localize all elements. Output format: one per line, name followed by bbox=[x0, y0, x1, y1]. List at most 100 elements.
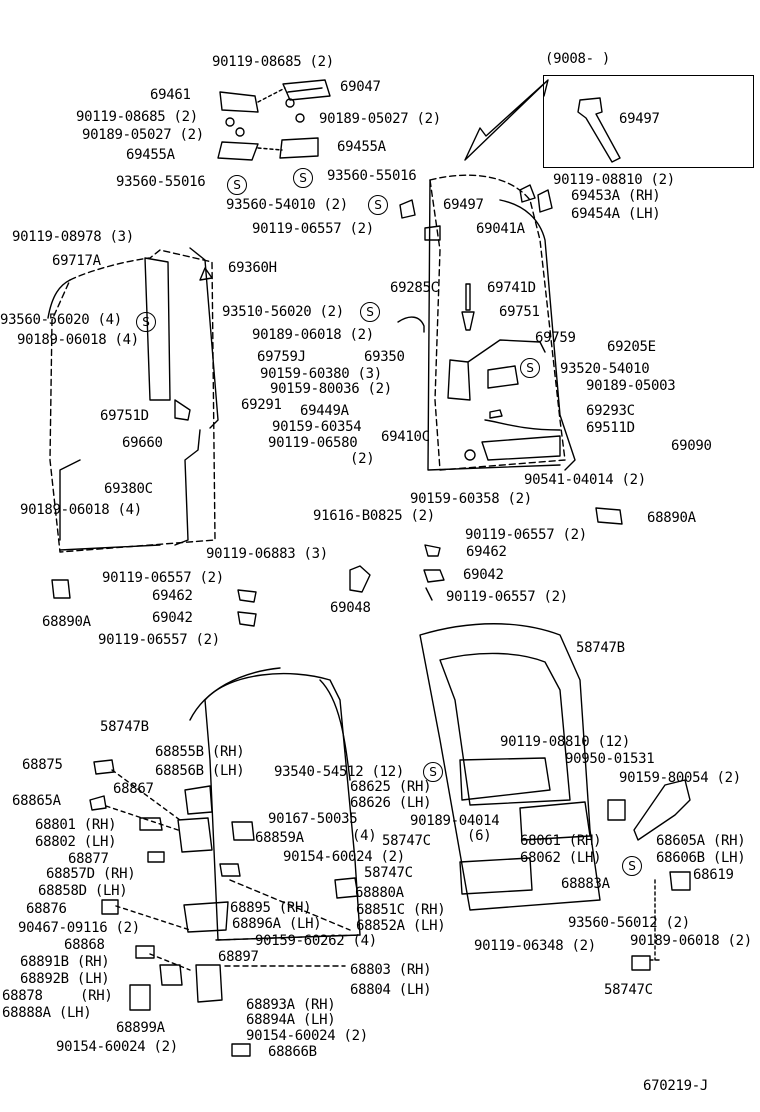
part-label: 90467-09116 (2) bbox=[18, 920, 140, 936]
part-label: 69462 bbox=[466, 544, 507, 560]
part-label: 90189-06018 (4) bbox=[20, 502, 142, 518]
part-label: 68061 (RH) bbox=[520, 833, 602, 849]
part-69048 bbox=[349, 565, 371, 593]
part-label: 93560-55016 bbox=[327, 168, 417, 184]
part-69047 bbox=[282, 79, 331, 101]
part-68605a bbox=[633, 779, 691, 841]
part-label: 58747C bbox=[364, 865, 413, 881]
part-label: 68878 bbox=[2, 988, 43, 1004]
part-label: 69751D bbox=[100, 408, 149, 424]
rod-69380c bbox=[174, 429, 201, 546]
part-label: (4) bbox=[352, 828, 377, 844]
part-69090 bbox=[481, 419, 561, 461]
part-label: 90119-08810 (12) bbox=[500, 734, 631, 750]
part-label: 68876 bbox=[26, 901, 67, 917]
part-label: 68803 (RH) bbox=[350, 962, 432, 978]
part-label: 90159-60354 bbox=[272, 419, 362, 435]
part-label: 68858D (LH) bbox=[38, 883, 128, 899]
part-label: (2) bbox=[350, 451, 375, 467]
inset-label: (9008- ) bbox=[545, 51, 611, 67]
part-label: 68859A bbox=[255, 830, 304, 846]
part-label: 69360H bbox=[228, 260, 277, 276]
part-label: 69291 bbox=[241, 397, 282, 413]
part-label: 68892B (LH) bbox=[20, 971, 110, 987]
part-label: 90154-60024 (2) bbox=[56, 1039, 178, 1055]
s-marker: S bbox=[136, 312, 156, 332]
part-label: 68857D (RH) bbox=[46, 866, 136, 882]
part-label: 69497 bbox=[443, 197, 484, 213]
part-label: 90541-04014 (2) bbox=[524, 472, 646, 488]
part-label: 69660 bbox=[122, 435, 163, 451]
part-69461 bbox=[219, 91, 259, 113]
rod-69360h bbox=[189, 247, 219, 429]
part-label: 90119-06580 bbox=[268, 435, 358, 451]
part-69350 bbox=[447, 359, 471, 401]
part-68061 bbox=[519, 801, 591, 841]
part-label: 90119-08810 (2) bbox=[553, 172, 675, 188]
part-label: 58747C bbox=[382, 833, 431, 849]
part-69717a bbox=[144, 257, 171, 401]
part-69285c bbox=[397, 316, 425, 333]
part-label: 69455A bbox=[126, 147, 175, 163]
s-marker: S bbox=[423, 762, 443, 782]
part-label: 69285C bbox=[390, 280, 439, 296]
part-label: 69462 bbox=[152, 588, 193, 604]
s-marker: S bbox=[227, 175, 247, 195]
part-label: 68867 bbox=[113, 781, 154, 797]
part-label: 68868 bbox=[64, 937, 105, 953]
part-label: 68875 bbox=[22, 757, 63, 773]
part-label: 68605A (RH) bbox=[656, 833, 746, 849]
part-label: 68866B bbox=[268, 1044, 317, 1060]
part-label: 90189-06018 (2) bbox=[252, 327, 374, 343]
part-label: 68625 (RH) bbox=[350, 779, 432, 795]
part-label: 91616-B0825 (2) bbox=[313, 508, 435, 524]
part-label: 69741D bbox=[487, 280, 536, 296]
part-label: 90119-06557 (2) bbox=[102, 570, 224, 586]
part-label: 68893A (RH) bbox=[246, 997, 336, 1013]
diagram-id: 670219-J bbox=[643, 1078, 709, 1094]
part-label: 69497 bbox=[619, 111, 660, 127]
part-label: 90119-06557 (2) bbox=[465, 527, 587, 543]
part-label: 68619 bbox=[693, 867, 734, 883]
part-label: 90189-04014 bbox=[410, 813, 500, 829]
part-label: 93560-56020 (4) bbox=[0, 312, 122, 328]
part-label: 69410C bbox=[381, 429, 430, 445]
part-68856b bbox=[184, 785, 213, 815]
part-label: 68801 (RH) bbox=[35, 817, 117, 833]
part-label: 68888A (LH) bbox=[2, 1005, 92, 1021]
part-label: 90119-08685 (2) bbox=[76, 109, 198, 125]
part-label: 93560-55016 bbox=[116, 174, 206, 190]
part-label: 68890A bbox=[647, 510, 696, 526]
part-label: 68062 (LH) bbox=[520, 850, 602, 866]
part-label: 93510-56020 (2) bbox=[222, 304, 344, 320]
part-68625 bbox=[459, 757, 551, 801]
part-label: 68804 (LH) bbox=[350, 982, 432, 998]
part-label: 69461 bbox=[150, 87, 191, 103]
rear-door-right bbox=[419, 623, 601, 911]
part-label: 69380C bbox=[104, 481, 153, 497]
part-label: 90950-01531 bbox=[565, 751, 655, 767]
part-68890a-left bbox=[51, 579, 71, 599]
part-label: 90119-08685 (2) bbox=[212, 54, 334, 70]
part-label: 69041A bbox=[476, 221, 525, 237]
part-label: (6) bbox=[467, 828, 492, 844]
part-label: 93540-54512 (12) bbox=[274, 764, 405, 780]
part-label: 68895 (RH) bbox=[230, 900, 312, 916]
part-label: 69047 bbox=[340, 79, 381, 95]
door-frame-upper bbox=[429, 174, 566, 471]
part-label: 90119-06557 (2) bbox=[98, 632, 220, 648]
part-68895 bbox=[183, 901, 229, 933]
part-label: 90159-80036 (2) bbox=[270, 381, 392, 397]
part-68880a bbox=[459, 857, 533, 895]
part-label: 90167-50035 bbox=[268, 811, 358, 827]
part-label: 90119-06557 (2) bbox=[446, 589, 568, 605]
part-label: 68802 (LH) bbox=[35, 834, 117, 850]
part-68803 bbox=[195, 964, 223, 1003]
part-label: 69350 bbox=[364, 349, 405, 365]
s-marker: S bbox=[368, 195, 388, 215]
part-label: 68899A bbox=[116, 1020, 165, 1036]
part-label: 69042 bbox=[463, 567, 504, 583]
s-marker: S bbox=[360, 302, 380, 322]
